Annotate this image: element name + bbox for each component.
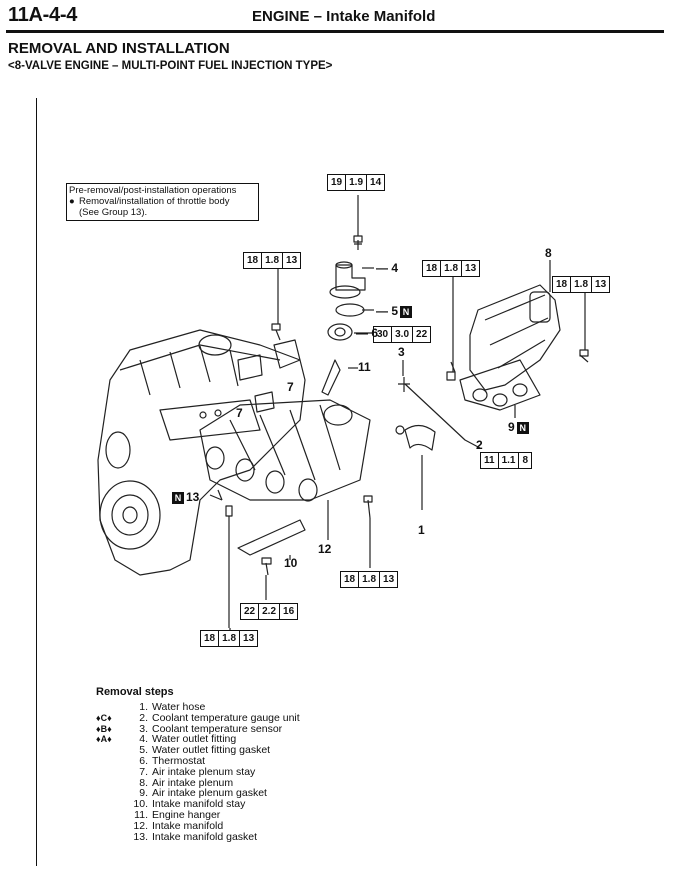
list-item: ♦A♦4.Water outlet fitting: [96, 733, 237, 746]
bullet-icon: ●: [69, 196, 75, 207]
callout-6: — 6: [356, 326, 379, 340]
note-bullet: ● Removal/installation of throttle body(…: [69, 196, 255, 218]
water-outlet-illustration: [327, 261, 366, 341]
engine-block-illustration: [97, 329, 306, 576]
list-item: 7.Air intake plenum stay: [139, 765, 256, 778]
note-box: Pre-removal/post-installation operations…: [66, 183, 259, 221]
plenum-illustration: [459, 284, 561, 411]
callout-3: 3: [398, 345, 405, 359]
note-bullet-cont: (See Group 13).: [79, 207, 148, 218]
callout-8: 8: [545, 246, 552, 260]
list-item: 13.Intake manifold gasket: [133, 830, 258, 843]
callout-11: 11: [358, 360, 371, 374]
removal-steps-title: Removal steps: [96, 686, 174, 698]
list-item: 11.Engine hanger: [134, 808, 221, 821]
list-item: 6.Thermostat: [139, 754, 206, 767]
callout-10: 10: [284, 556, 298, 570]
note-heading: Pre-removal/post-installation operations: [69, 185, 237, 196]
callout-4: — 4: [376, 261, 399, 275]
section-title: REMOVAL AND INSTALLATION: [8, 40, 230, 57]
removal-steps-list: 1.Water hose ♦C♦2.Coolant temperature ga…: [96, 702, 300, 842]
parts-illustration: [237, 339, 436, 556]
n-badge-icon: N: [172, 491, 184, 504]
callout-12: 12: [318, 542, 332, 556]
list-item: ♦B♦3.Coolant temperature sensor: [96, 722, 283, 735]
list-item: 8.Air intake plenum: [139, 776, 234, 789]
callout-7b: 7: [236, 406, 243, 420]
margin-rule: [36, 98, 37, 866]
bolts-illustration: [217, 235, 589, 628]
exploded-diagram: [97, 195, 589, 630]
header-title: ENGINE – Intake Manifold: [252, 8, 436, 25]
list-item: 12.Intake manifold: [133, 819, 224, 832]
callout-2: 2: [476, 438, 483, 452]
list-item: ♦C♦2.Coolant temperature gauge unit: [96, 711, 300, 724]
list-item: 10.Intake manifold stay: [133, 798, 246, 811]
section-subtitle: <8-VALVE ENGINE – MULTI-POINT FUEL INJEC…: [8, 60, 333, 72]
list-item: 1.Water hose: [139, 701, 206, 713]
header-rule: [6, 30, 664, 33]
note-bullet-text: Removal/installation of throttle body: [79, 196, 230, 207]
n-badge-icon: N: [516, 421, 529, 434]
n-badge-icon: N: [400, 305, 413, 318]
header-code: 11A-4-4: [8, 4, 78, 26]
callout-1: 1: [418, 523, 425, 537]
callout-7a: 7: [287, 380, 294, 394]
leader-lines: [209, 195, 586, 630]
intake-manifold-illustration: [199, 399, 371, 502]
list-item: 9.Air intake plenum gasket: [139, 787, 267, 800]
list-item: 5.Water outlet fitting gasket: [139, 744, 271, 757]
